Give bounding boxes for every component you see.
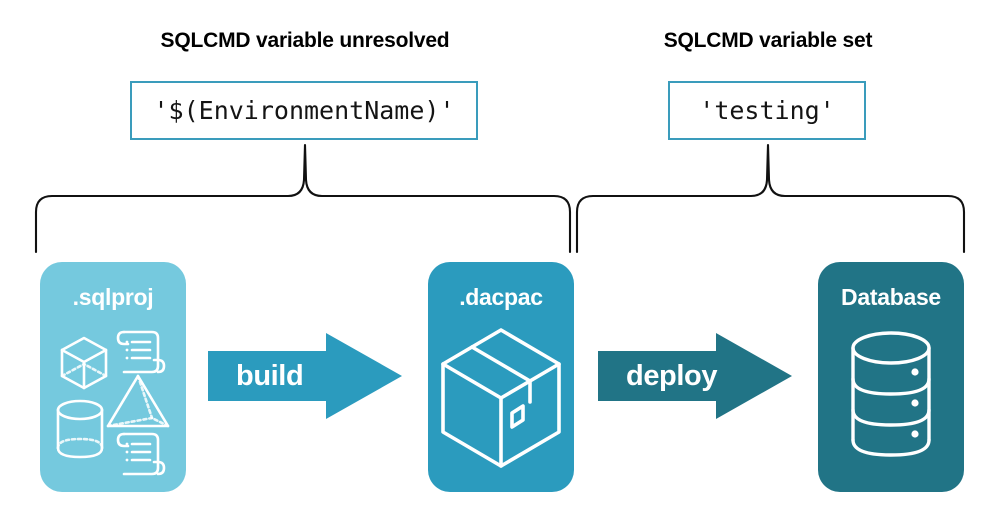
cube-icon — [60, 336, 108, 390]
code-box-environment-name-value: '$(EnvironmentName)' — [153, 96, 455, 125]
package-box-icon — [441, 328, 561, 468]
arrow-build-label: build — [236, 359, 304, 392]
scroll-icon — [116, 330, 166, 374]
heading-sqlcmd-variable-set: SQLCMD variable set — [663, 29, 873, 52]
artifact-label-sqlproj: .sqlproj — [72, 284, 154, 310]
heading-sqlcmd-variable-unresolved: SQLCMD variable unresolved — [160, 29, 450, 52]
artifact-label-dacpac: .dacpac — [459, 284, 543, 310]
brace-deploy-scope-icon — [575, 143, 966, 254]
sqlproj-icon-group — [56, 330, 170, 476]
database-icon-group — [851, 331, 931, 457]
code-box-testing: 'testing' — [668, 81, 866, 140]
artifact-box-sqlproj: .sqlproj — [40, 262, 186, 492]
brace-build-scope-icon — [34, 143, 572, 254]
cylinder-icon — [56, 399, 104, 459]
code-box-testing-value: 'testing' — [699, 96, 835, 125]
arrow-deploy: deploy — [598, 330, 794, 422]
arrow-build-shape — [208, 333, 402, 419]
brace-group — [34, 143, 966, 254]
dacpac-icon-group — [441, 328, 561, 468]
pyramid-icon — [106, 374, 170, 428]
artifact-box-database: Database — [818, 262, 964, 492]
artifact-label-database: Database — [841, 284, 941, 310]
arrow-deploy-shape — [598, 333, 792, 419]
artifact-box-dacpac: .dacpac — [428, 262, 574, 492]
arrow-build: build — [208, 330, 404, 422]
scroll-icon — [116, 432, 166, 476]
code-box-environment-name: '$(EnvironmentName)' — [130, 81, 478, 140]
database-cylinder-icon — [851, 331, 931, 457]
arrow-deploy-label: deploy — [626, 359, 718, 392]
